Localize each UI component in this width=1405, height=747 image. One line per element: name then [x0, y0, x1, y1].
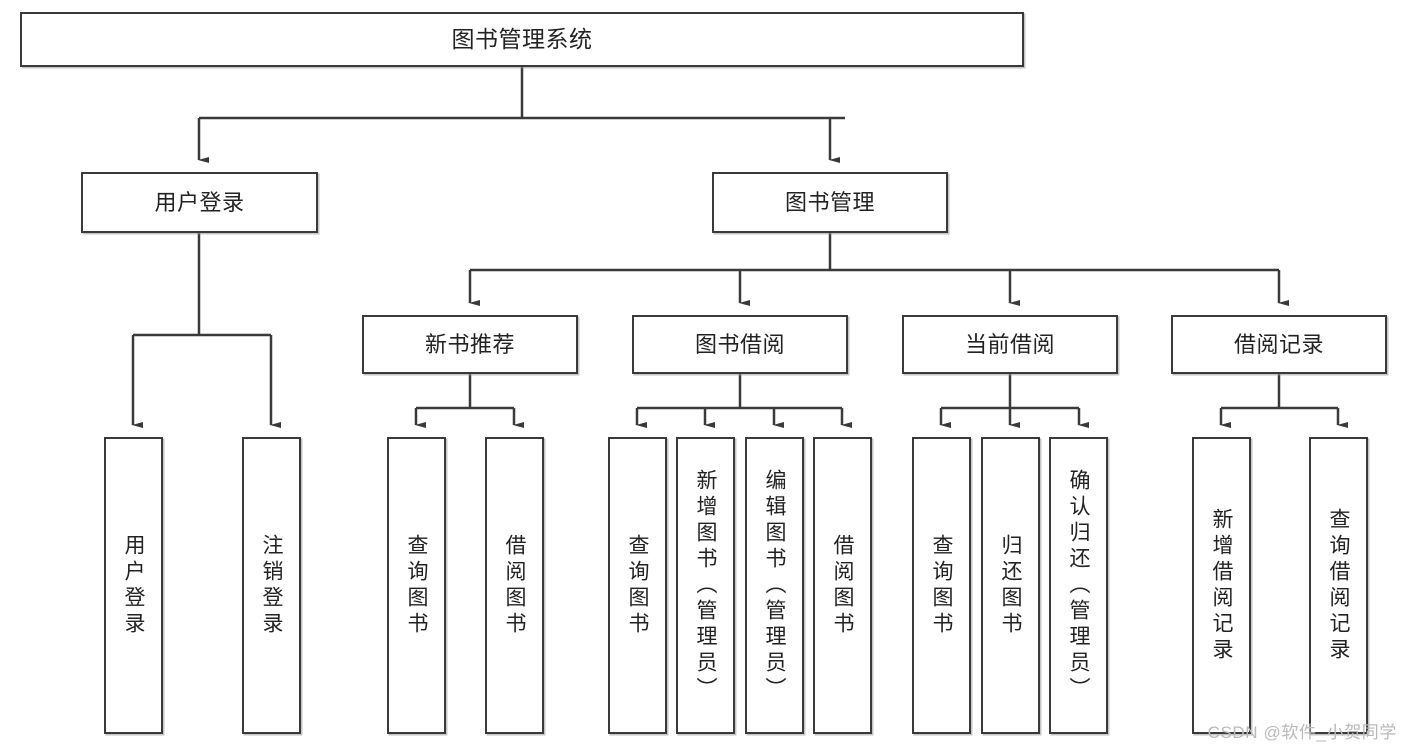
leaf-add-book-admin[interactable]: 新增图书（管理员）	[676, 437, 735, 734]
node-label: 查询借阅记录	[1327, 507, 1350, 664]
leaf-borrow-book-recommend[interactable]: 借阅图书	[485, 437, 544, 734]
node-label: 图书管理系统	[451, 25, 593, 52]
node-label: 注销登录	[260, 533, 283, 638]
node-label: 当前借阅	[964, 331, 1055, 357]
node-label: 归还图书	[999, 533, 1022, 638]
node-label: 用户登录	[122, 533, 145, 638]
node-label: 借阅图书	[503, 533, 526, 638]
node-label: 借阅记录	[1233, 331, 1324, 357]
node-user-login[interactable]: 用户登录	[81, 172, 318, 233]
node-current-borrow[interactable]: 当前借阅	[902, 315, 1118, 374]
node-label: 用户登录	[154, 189, 245, 215]
node-book-borrow[interactable]: 图书借阅	[632, 315, 848, 374]
node-label: 查询图书	[405, 533, 428, 638]
node-label: 新书推荐	[424, 331, 515, 357]
node-root-system[interactable]: 图书管理系统	[20, 12, 1024, 67]
leaf-query-book-borrow[interactable]: 查询图书	[608, 437, 667, 734]
leaf-query-book-recommend[interactable]: 查询图书	[387, 437, 446, 734]
node-label: 确认归还（管理员）	[1067, 468, 1090, 703]
node-label: 图书管理	[784, 189, 875, 215]
node-label: 新增图书（管理员）	[694, 468, 717, 703]
leaf-return-book[interactable]: 归还图书	[981, 437, 1040, 734]
leaf-confirm-return-admin[interactable]: 确认归还（管理员）	[1049, 437, 1108, 734]
node-label: 查询图书	[930, 533, 953, 638]
node-label: 借阅图书	[831, 533, 854, 638]
leaf-user-login[interactable]: 用户登录	[104, 437, 163, 734]
csdn-watermark: CSDN @软件_小贺同学	[1207, 723, 1397, 742]
node-label: 编辑图书（管理员）	[763, 468, 786, 703]
leaf-query-book-current[interactable]: 查询图书	[912, 437, 971, 734]
leaf-borrow-book[interactable]: 借阅图书	[813, 437, 872, 734]
node-borrow-record[interactable]: 借阅记录	[1171, 315, 1387, 374]
node-label: 新增借阅记录	[1210, 507, 1233, 664]
node-book-management[interactable]: 图书管理	[712, 172, 948, 233]
node-label: 查询图书	[626, 533, 649, 638]
node-label: 图书借阅	[694, 331, 785, 357]
node-new-book-recommend[interactable]: 新书推荐	[362, 315, 578, 374]
leaf-user-logout[interactable]: 注销登录	[242, 437, 301, 734]
leaf-query-borrow-record[interactable]: 查询借阅记录	[1309, 437, 1368, 734]
leaf-add-borrow-record[interactable]: 新增借阅记录	[1192, 437, 1251, 734]
leaf-edit-book-admin[interactable]: 编辑图书（管理员）	[745, 437, 804, 734]
